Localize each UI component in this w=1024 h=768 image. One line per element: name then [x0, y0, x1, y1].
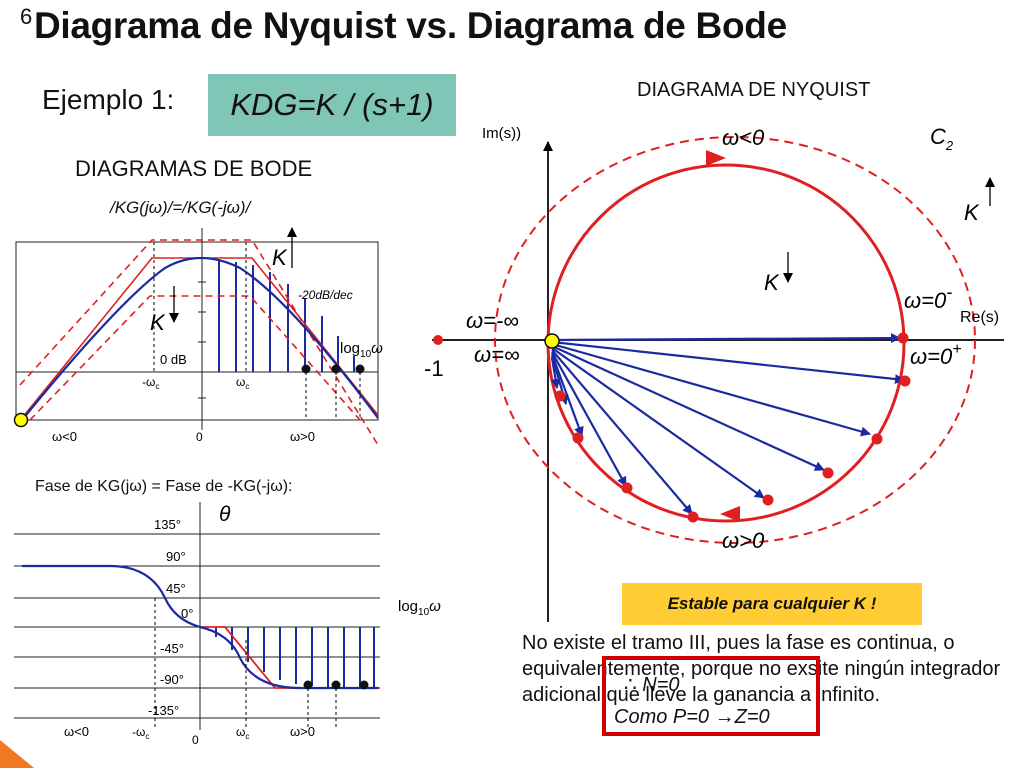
c2-label: C2 — [930, 124, 954, 153]
phase-hatch — [215, 627, 375, 687]
mag-tick-wc: ωc — [236, 375, 249, 391]
w-zero-minus-label: ω=0- — [904, 282, 952, 313]
explanation-note: No existe el tramo III, pues la fase es … — [522, 632, 1001, 706]
phase-point-2 — [331, 680, 341, 690]
magnitude-label: /KG(jω)/=/KG(-jω)/ — [110, 198, 251, 217]
magnitude-start-point — [13, 412, 29, 428]
phase-w-zero: 0 — [192, 733, 199, 747]
magnitude-point-2 — [331, 364, 341, 374]
magnitude-curve — [21, 256, 379, 421]
re-axis-label: Re(s) — [960, 309, 999, 326]
magnitude-frame — [15, 241, 379, 421]
circle-arrow-bottom — [720, 506, 740, 522]
page-title: 6Diagrama de Nyquist vs. Diagrama de Bod… — [20, 4, 787, 47]
phase-curve-negative — [22, 564, 201, 629]
magnitude-hatch — [218, 260, 355, 372]
conclusion-box — [602, 656, 820, 736]
slope-label: -20dB/dec — [298, 288, 353, 302]
transfer-function-box: KDG=K / (s+1) — [208, 74, 456, 136]
magnitude-point-3 — [355, 364, 365, 374]
bode-heading: DIAGRAMAS DE BODE — [75, 156, 313, 181]
mag-w-pos: ω>0 — [290, 429, 315, 444]
w-zero-plus-label: ω=0+ — [910, 341, 962, 369]
phase-theta: θ — [219, 503, 231, 526]
phase-tick-wc: ωc — [236, 725, 249, 741]
magnitude-point-1 — [301, 364, 311, 374]
phase-tick-90: 90° — [166, 549, 186, 564]
mag-k-up: K — [272, 245, 288, 270]
nyq-k-up: K — [964, 200, 980, 225]
phase-tick-0: 0° — [181, 606, 193, 621]
transfer-function: KDG=K / (s+1) — [230, 87, 434, 122]
mag-w-zero: 0 — [196, 430, 203, 444]
mag-tick-neg-wc: -ωc — [142, 375, 159, 391]
minus-one-label: -1 — [424, 356, 444, 381]
phase-point-1 — [303, 680, 313, 690]
conclusion-line-1: ∴ N=0 — [624, 674, 680, 696]
mag-w-neg: ω<0 — [52, 429, 77, 444]
phase-label: Fase de KG(jω) = Fase de -KG(-jω): — [35, 478, 293, 495]
phase-point-3 — [359, 680, 369, 690]
mag-log-axis-label: log10ω — [340, 340, 383, 360]
corner-decoration — [0, 740, 34, 768]
bode-phase-plot: θ 135° 90° 45° 0° -45° -90° -135° log10ω… — [14, 502, 441, 747]
w-pos-label: ω>0 — [722, 528, 765, 553]
magnitude-lower-dashed — [29, 295, 361, 421]
phase-w-pos: ω>0 — [290, 724, 315, 739]
stable-badge: Estable para cualquier K ! — [622, 583, 922, 625]
phase-tick-minus90: -90° — [160, 672, 184, 687]
w-inf-label: ω=∞ — [474, 342, 520, 367]
im-axis-label: Im(s)) — [482, 125, 521, 142]
phase-tick-neg-wc: -ωc — [132, 725, 149, 741]
phase-tick-135: 135° — [154, 517, 181, 532]
magnitude-upper-dashed — [19, 239, 379, 446]
nyquist-plot: Im(s)) Re(s) -1 ω<0 ω>0 C2 K K ω=-∞ ω=∞ … — [424, 124, 1004, 622]
phase-log-axis-label: log10ω — [398, 598, 441, 618]
minus-one-point — [433, 335, 443, 345]
slide-number: 6 — [20, 4, 32, 29]
w-neg-label: ω<0 — [722, 125, 765, 150]
w-neg-inf-label: ω=-∞ — [466, 308, 519, 333]
contour-c2 — [494, 136, 976, 544]
nyquist-vectors — [550, 333, 905, 515]
title-text: Diagrama de Nyquist vs. Diagrama de Bode — [33, 5, 787, 46]
phase-curve-positive — [199, 625, 378, 690]
nyquist-heading: DIAGRAMA DE NYQUIST — [637, 79, 871, 101]
phase-w-neg: ω<0 — [64, 724, 89, 739]
circle-arrow-top — [706, 150, 726, 166]
conclusion-line-2: Como P=0 →Z=0 — [614, 706, 770, 728]
phase-tick-minus45: -45° — [160, 641, 184, 656]
nyquist-points — [554, 332, 911, 523]
phase-tick-45: 45° — [166, 581, 186, 596]
example-label: Ejemplo 1: — [42, 84, 175, 115]
nyquist-origin-point — [544, 333, 560, 349]
nyq-k-down: K — [764, 270, 780, 295]
phase-tick-minus135: -135° — [148, 703, 179, 718]
mag-k-down: K — [150, 310, 166, 335]
stable-text: Estable para cualquier K ! — [667, 594, 877, 613]
zero-db-label: 0 dB — [160, 352, 187, 367]
bode-magnitude-plot: K K -20dB/dec 0 dB log10ω -ωc ωc ω<0 0 ω… — [13, 227, 383, 446]
nyquist-circle — [546, 163, 906, 523]
